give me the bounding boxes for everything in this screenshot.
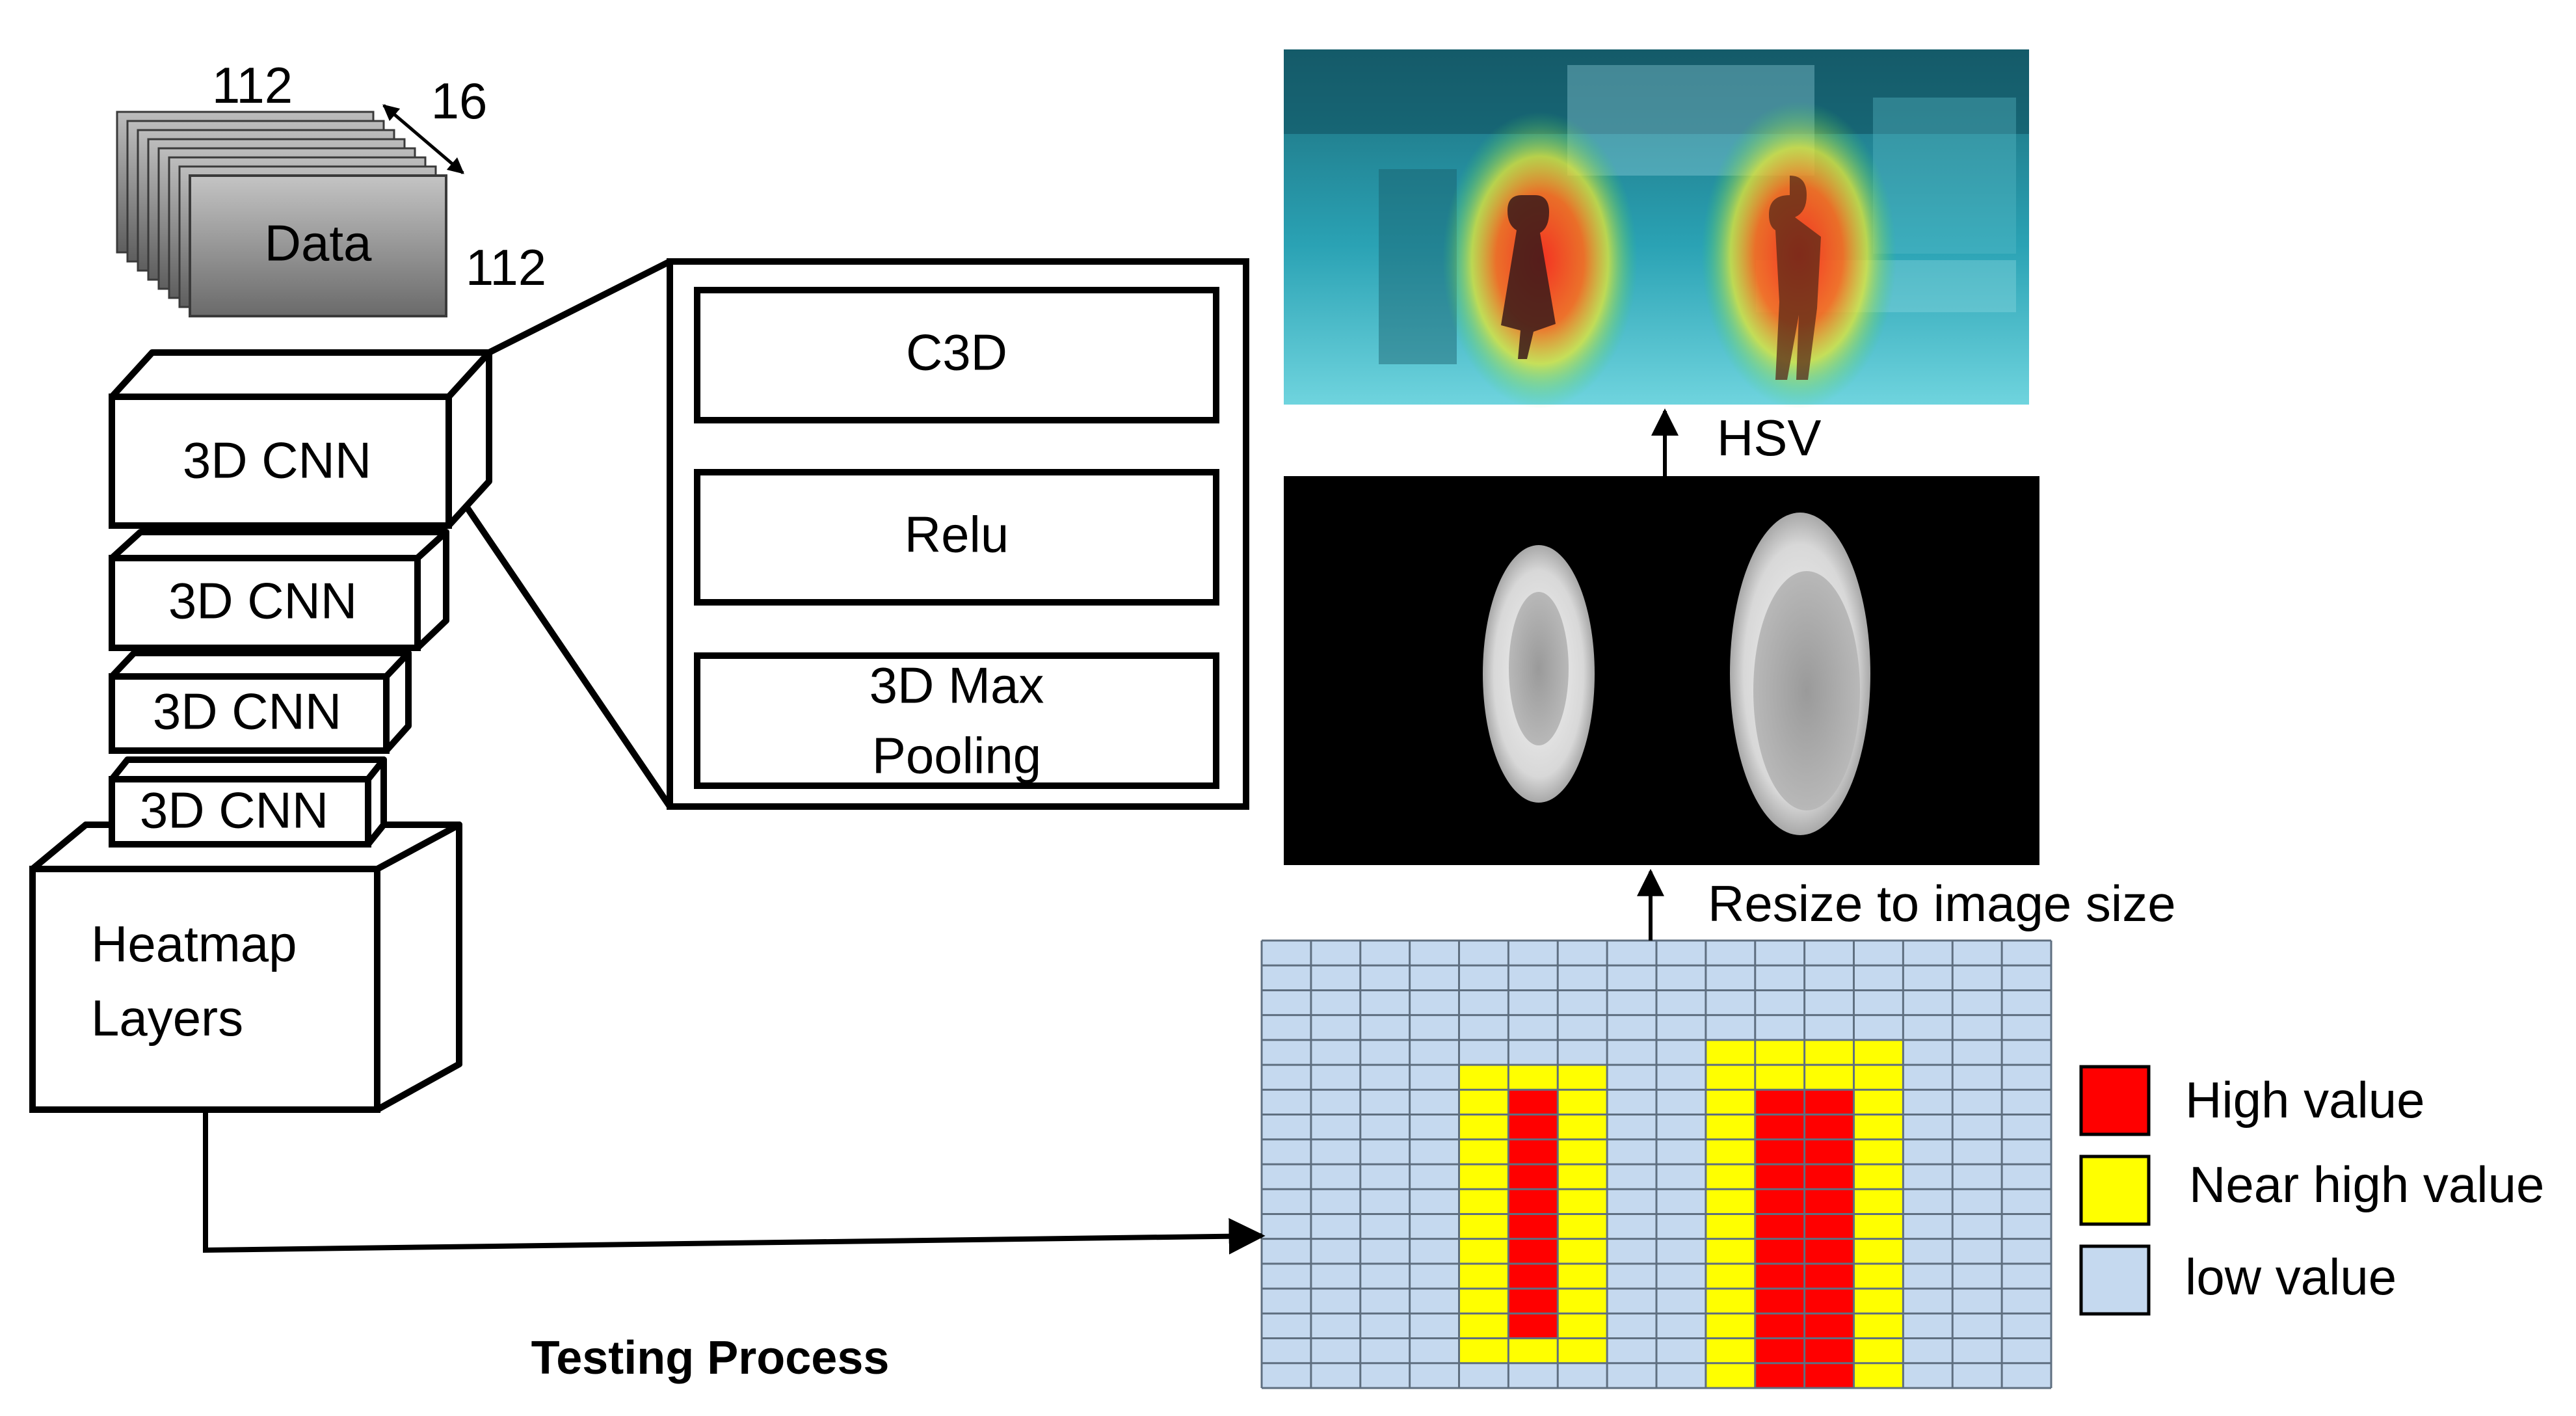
ellipse-right-inner [1753, 571, 1860, 810]
data-dim-height: 112 [466, 239, 546, 296]
detail-label-c3d: C3D [906, 324, 1007, 381]
cnn-block-2: 3D CNN [109, 529, 449, 651]
legend-item-low: low value [2079, 1244, 2397, 1316]
data-depth-arrow [382, 104, 464, 174]
person-right-silhouette [1769, 176, 1821, 380]
detail-layer-c3d: C3D [694, 287, 1219, 423]
legend-swatch-high [2079, 1065, 2151, 1136]
cnn-block-1: 3D CNN [109, 349, 492, 529]
cnn-label-2: 3D CNN [168, 572, 357, 630]
hsv-label: HSV [1717, 409, 1821, 466]
overlay-scene-image [1284, 49, 2029, 408]
legend-label-high: High value [2185, 1071, 2425, 1129]
cnn-label-3: 3D CNN [153, 683, 341, 740]
legend-label-low: low value [2185, 1248, 2397, 1305]
heatmap-grid [1260, 939, 2052, 1389]
data-dim-width: 112 [212, 57, 293, 114]
person-left-silhouette [1501, 195, 1556, 359]
cnn-block-4: 3D CNN [109, 756, 387, 848]
cnn-label-1: 3D CNN [183, 432, 371, 489]
legend-item-high: High value [2079, 1065, 2425, 1136]
cnn-blocks: 3D CNN 3D CNN 3D CNN 3D CNN [109, 349, 492, 848]
data-stack: Data 112 16 112 [116, 57, 546, 317]
detail-label-maxpool-2: Pooling [872, 727, 1041, 784]
legend-swatch-low [2079, 1244, 2151, 1316]
ellipse-left-inner [1509, 592, 1569, 745]
legend-item-near: Near high value [2079, 1155, 2544, 1226]
heatmap-to-grid-arrow [203, 1111, 1266, 1255]
ellipse-map [1284, 476, 2039, 865]
data-front-frame [189, 174, 447, 317]
detail-layer-relu: Relu [694, 469, 1219, 606]
detail-label-maxpool-1: 3D Max [870, 657, 1044, 714]
detail-layer-maxpool: 3D Max Pooling [694, 652, 1219, 789]
heatmap-label-line1: Heatmap [91, 915, 297, 972]
legend-label-near: Near high value [2189, 1156, 2544, 1213]
heatmap-layers-block: Heatmap Layers [29, 822, 462, 1113]
grid-lines [1260, 939, 2052, 1389]
cnn-stack: Heatmap Layers 3D CNN 3D CNN 3D CNN [29, 349, 492, 1113]
resize-label: Resize to image size [1708, 875, 2176, 932]
detail-label-relu: Relu [905, 506, 1009, 563]
zoom-line-top [487, 258, 672, 356]
data-label: Data [265, 215, 372, 272]
cnn-block-3: 3D CNN [109, 650, 412, 754]
legend-swatch-near [2079, 1155, 2151, 1226]
data-dim-depth: 16 [431, 72, 488, 129]
cnn-label-4: 3D CNN [140, 782, 328, 839]
zoom-line-bottom [464, 505, 673, 808]
caption-testing-process: Testing Process [531, 1332, 890, 1384]
ellipse-map-bg [1284, 476, 2039, 865]
legend: High value Near high value low value [2079, 1065, 2544, 1316]
detail-panel: C3D Relu 3D Max Pooling [464, 258, 1249, 810]
heatmap-label-line2: Layers [91, 989, 243, 1047]
